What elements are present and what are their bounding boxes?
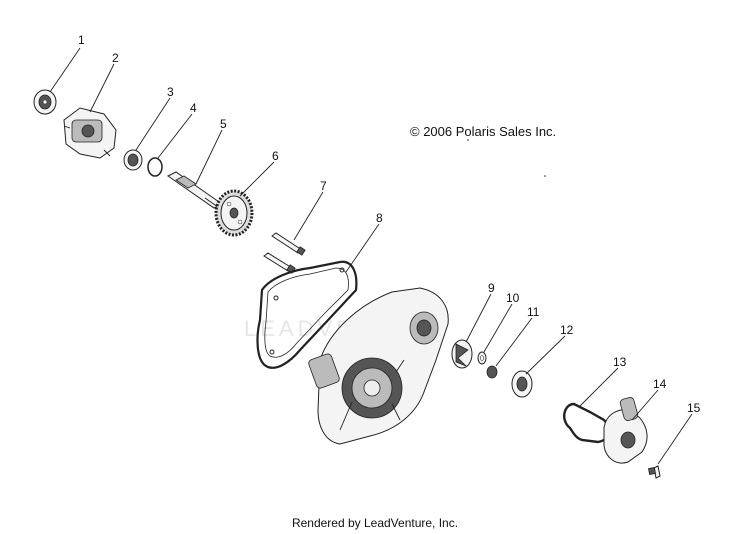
callout-8[interactable]: 8 (376, 211, 383, 225)
part-14-water-pump-cover[interactable] (603, 397, 648, 464)
part-10-washer[interactable] (477, 351, 487, 365)
part-11-nut[interactable] (486, 365, 498, 379)
part-7-bolts[interactable] (263, 232, 306, 274)
callout-4[interactable]: 4 (190, 101, 197, 115)
callout-13[interactable]: 13 (613, 355, 627, 369)
callout-5[interactable]: 5 (220, 117, 227, 131)
part-3-bearing[interactable] (123, 149, 143, 171)
crankcase-cover[interactable] (308, 287, 449, 445)
callout-11[interactable]: 11 (527, 305, 540, 319)
copyright-notice: © 2006 Polaris Sales Inc. (410, 124, 557, 139)
part-2-pump-housing[interactable] (63, 107, 117, 159)
callout-14[interactable]: 14 (653, 377, 667, 391)
callout-2[interactable]: 2 (112, 51, 119, 65)
callout-12[interactable]: 12 (560, 323, 574, 337)
part-8-gasket[interactable] (256, 260, 358, 369)
callout-labels: 1 2 3 4 5 6 7 8 9 10 11 12 13 14 15 (78, 33, 701, 415)
callout-15[interactable]: 15 (687, 401, 701, 415)
callout-6[interactable]: 6 (272, 149, 279, 163)
part-6-gear[interactable] (214, 189, 254, 237)
footer-credit: Rendered by LeadVenture, Inc. (291, 516, 459, 530)
artifact-dot (544, 175, 546, 177)
callout-1[interactable]: 1 (78, 33, 85, 47)
part-9-impeller[interactable] (451, 339, 473, 369)
part-13-o-ring[interactable] (563, 402, 610, 444)
leader-lines (49, 47, 693, 465)
part-4-snap-ring[interactable] (147, 157, 163, 177)
callout-9[interactable]: 9 (488, 281, 495, 295)
part-15-bolt[interactable] (648, 465, 661, 479)
callout-3[interactable]: 3 (167, 85, 174, 99)
artifact-dot (467, 139, 469, 141)
part-5-shaft[interactable] (167, 171, 223, 209)
callout-10[interactable]: 10 (506, 291, 520, 305)
callout-7[interactable]: 7 (320, 179, 327, 193)
part-12-seal[interactable] (511, 370, 533, 398)
part-1-impeller-disc[interactable] (33, 89, 57, 115)
